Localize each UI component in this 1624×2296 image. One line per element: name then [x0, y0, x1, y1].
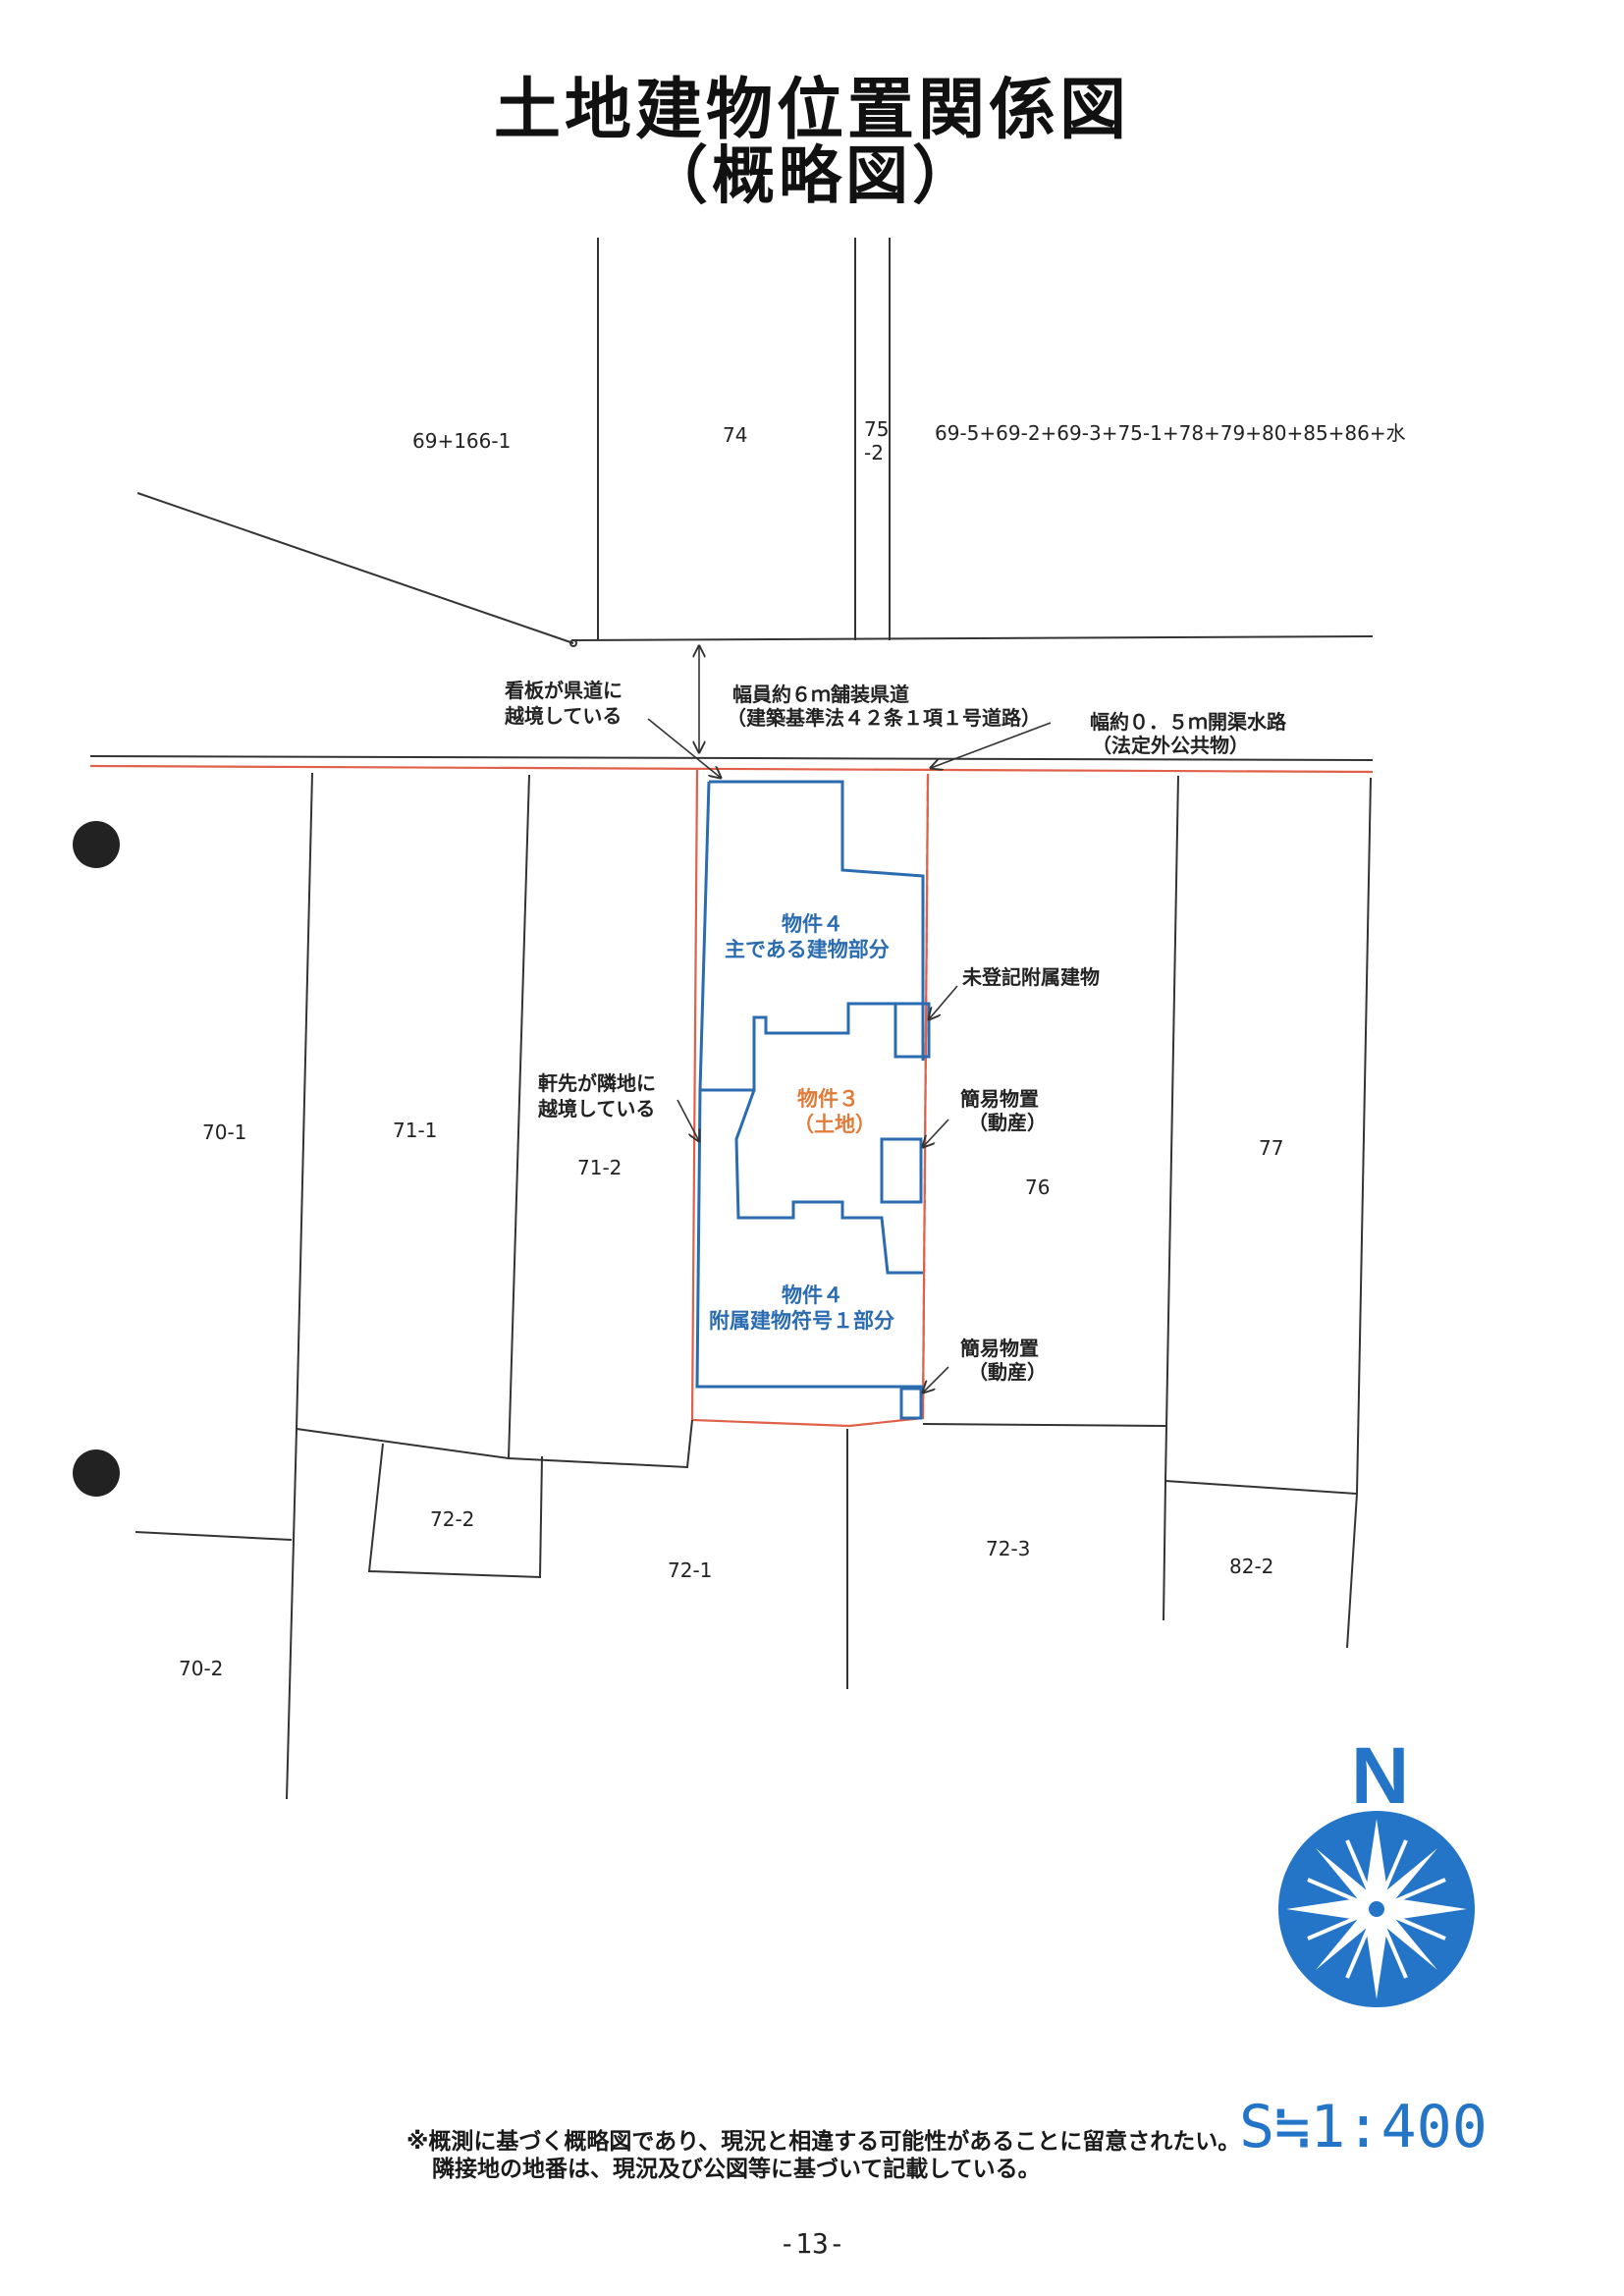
parcel-label: 71-2: [577, 1156, 622, 1179]
boundary-line: [367, 1443, 543, 1579]
annotation-labels: 看板が県道に 越境している 幅員約６ｍ舗装県道 （建築基準法４２条１項１号道路）…: [504, 679, 1287, 1384]
footnote: 隣接地の地番は、現況及び公図等に基づいて記載している。: [432, 2157, 1041, 2182]
parcel-label: 76: [1025, 1175, 1050, 1199]
movable-shed-note: （動産）: [968, 1360, 1047, 1384]
road-south-edge: [89, 755, 1374, 761]
property-labels: 物件４ 主である建物部分 物件３ （土地） 物件４ 附属建物符号１部分: [709, 912, 894, 1333]
eaves-note: 軒先が隣地に: [538, 1071, 656, 1095]
parcel-label: 74: [723, 423, 747, 447]
building-middle: [734, 1089, 923, 1275]
parcel-label: 72-1: [668, 1558, 712, 1582]
building-outline: [695, 780, 931, 1420]
parcel-label: 69-5+69-2+69-3+75-1+78+79+80+85+86+水: [935, 421, 1406, 445]
movable-shed-2: [899, 1387, 923, 1420]
page-title: 土地建物位置関係図: [493, 72, 1130, 149]
parcel-label: 82-2: [1229, 1555, 1273, 1578]
annex-building-label: 物件４: [782, 1284, 843, 1307]
boundary-line: [922, 1423, 1166, 1427]
footnote: ※概測に基づく概略図であり、現況と相違する可能性があることに留意されたい。: [406, 2129, 1241, 2155]
signboard-note: 越境している: [504, 704, 622, 728]
parcel-label: 75: [864, 417, 889, 441]
signboard-note: 看板が県道に: [505, 679, 623, 702]
property-boundary: [89, 764, 1374, 1428]
land-label: 物件３: [797, 1087, 859, 1111]
parcel-labels: 69+166-1 74 75 -2 69-5+69-2+69-3+75-1+78…: [179, 417, 1406, 1680]
parcel-label: 77: [1259, 1136, 1283, 1160]
leader-lines: [647, 646, 1052, 1393]
boundary-line: [286, 1428, 298, 1800]
unregistered-annex-building: [893, 1002, 931, 1059]
road-note: 幅員約６ｍ舗装県道: [732, 683, 909, 706]
punch-hole: [73, 1449, 120, 1497]
parcel-lines-north: [136, 238, 1374, 647]
boundary-line: [135, 1531, 293, 1541]
boundary-marker: [569, 639, 577, 647]
building-main-edge: [698, 781, 895, 1092]
north-label: N: [1351, 1731, 1409, 1821]
page-number: -13-: [779, 2227, 845, 2260]
shed2-arrow: [923, 1366, 949, 1393]
building-main-part: [709, 780, 925, 1061]
parcel-label: 69+166-1: [412, 429, 511, 453]
scale-label: S≒1:400: [1239, 2093, 1488, 2161]
boundary-line: [1164, 775, 1179, 1482]
unregistered-annex-note: 未登記附属建物: [962, 965, 1100, 989]
eaves-note: 越境している: [537, 1097, 655, 1121]
page-subtitle: （概略図）: [645, 140, 979, 213]
compass: N: [1239, 1731, 1488, 2161]
road-note: （建築基準法４２条１項１号道路）: [727, 706, 1041, 730]
parcel-label: 70-1: [202, 1121, 246, 1144]
boundary-line: [1356, 777, 1372, 1495]
parcel-label: 70-2: [179, 1657, 223, 1680]
movable-shed-1: [880, 1137, 923, 1204]
parcel-label: 71-1: [393, 1119, 437, 1142]
building-annex-part: [695, 1089, 923, 1389]
parcel-lines-south: [135, 772, 1372, 1800]
boundary-line: [296, 1419, 693, 1469]
boundary-line: [136, 492, 574, 644]
signboard-arrow: [647, 718, 721, 778]
parcel-label: 72-2: [430, 1507, 474, 1531]
annex-building-label: 附属建物符号１部分: [709, 1309, 894, 1333]
parcel-label: -2: [864, 441, 884, 465]
shed1-arrow: [923, 1119, 949, 1147]
boundary-line: [508, 774, 530, 1459]
land-label: （土地）: [793, 1113, 876, 1136]
movable-shed-note: （動産）: [968, 1111, 1047, 1134]
movable-shed-note: 簡易物置: [960, 1337, 1039, 1360]
boundary-line: [1164, 1480, 1359, 1649]
eaves-arrow: [677, 1099, 699, 1141]
movable-shed-note: 簡易物置: [960, 1087, 1039, 1111]
annex-arrow: [929, 985, 958, 1019]
main-building-label: 主である建物部分: [725, 938, 890, 961]
road-north-edge: [570, 635, 1374, 641]
waterway-note: （法定外公共物）: [1092, 734, 1249, 757]
parcel-label: 72-3: [986, 1537, 1030, 1560]
boundary-line: [1163, 1480, 1166, 1621]
compass-rose-icon: [1278, 1811, 1475, 2007]
waterway-note: 幅約０．５ｍ開渠水路: [1090, 710, 1287, 734]
main-building-label: 物件４: [782, 912, 843, 936]
boundary-line: [296, 772, 313, 1430]
punch-hole: [73, 821, 120, 868]
waterway-arrow: [931, 722, 1052, 768]
